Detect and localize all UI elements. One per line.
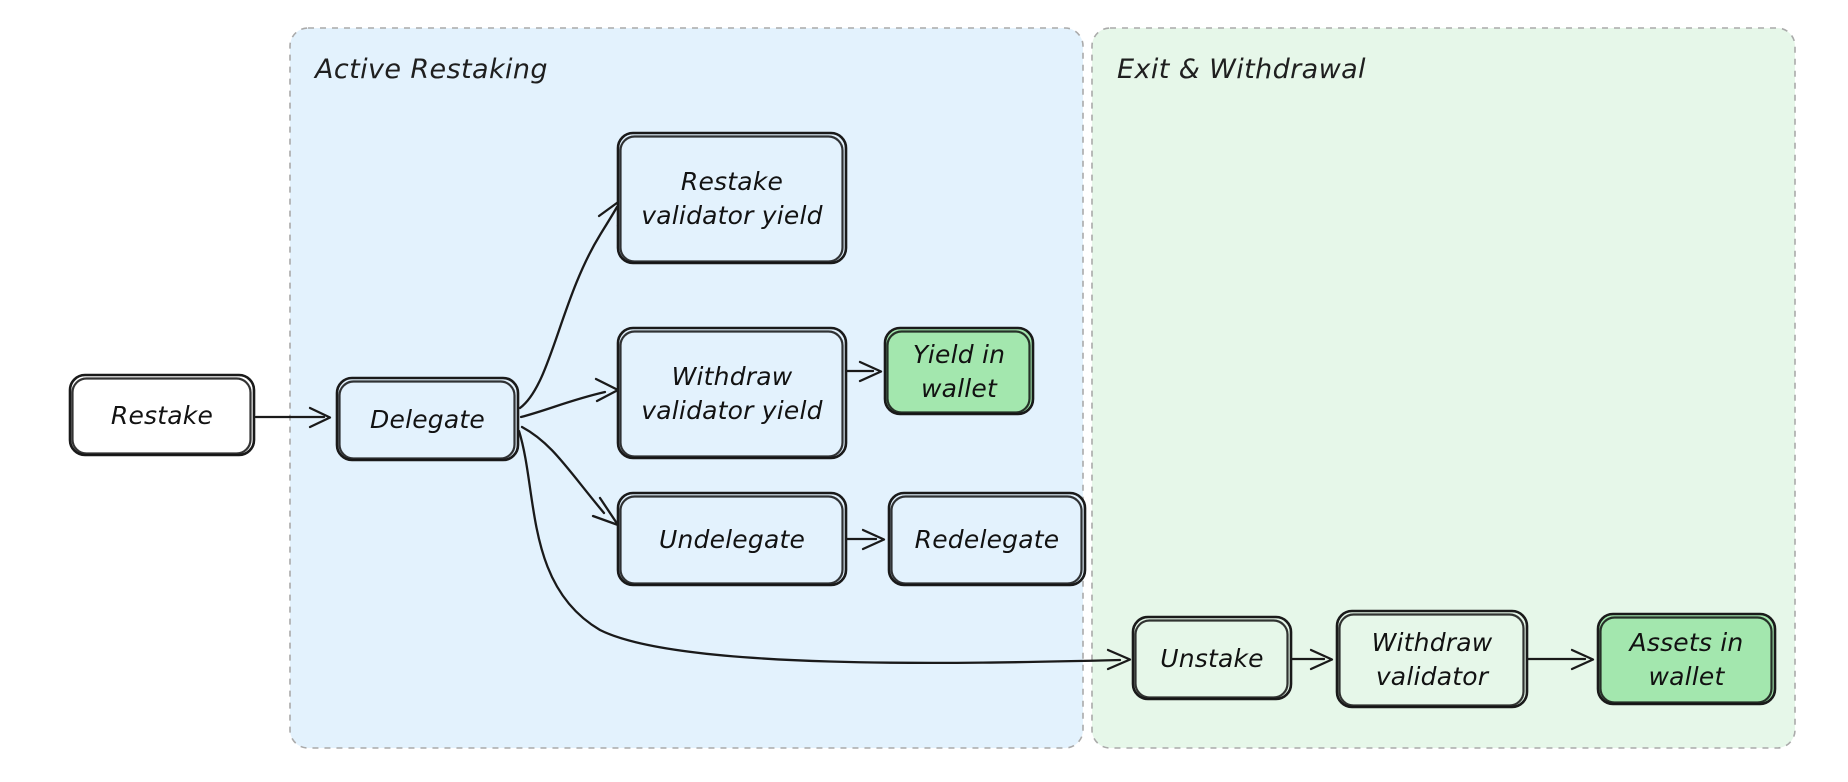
node-box-withdraw-val[interactable]: [1335, 609, 1529, 709]
node-label-assets-wallet: Assets in: [1628, 628, 1744, 657]
edge-unstake-to-withdraw-val: [1290, 648, 1334, 671]
node-label-withdraw-val: validator: [1376, 662, 1490, 691]
node-label-withdraw-val: Withdraw: [1372, 628, 1493, 657]
node-label-undelegate: Undelegate: [659, 525, 805, 554]
edge-restake-to-delegate: [254, 406, 332, 429]
cluster-label-exit-withdrawal: Exit & Withdrawal: [1117, 54, 1366, 85]
node-box-redelegate[interactable]: [887, 491, 1087, 587]
node-label-unstake: Unstake: [1160, 644, 1264, 673]
node-outline-withdraw-yield: [619, 330, 844, 458]
node-withdraw-val[interactable]: Withdraw validator: [1335, 609, 1529, 709]
node-box-delegate[interactable]: [335, 376, 520, 462]
node-box-unstake[interactable]: [1131, 615, 1293, 701]
node-label-yield-wallet: wallet: [921, 374, 998, 403]
node-withdraw-yield[interactable]: Withdraw validator yield: [616, 326, 848, 460]
node-outline-yield-wallet: [886, 330, 1031, 414]
node-label-yield-wallet: Yield in: [913, 340, 1005, 369]
node-outline-unstake: [1134, 619, 1289, 699]
node-label-restake: Restake: [111, 401, 213, 430]
node-label-assets-wallet: wallet: [1648, 662, 1725, 691]
node-yield-wallet[interactable]: Yield in wallet: [883, 326, 1035, 416]
node-delegate[interactable]: Delegate: [335, 376, 520, 462]
node-box-yield-wallet[interactable]: [883, 326, 1035, 416]
node-label-restake-yield: validator yield: [641, 201, 822, 230]
node-box-restake[interactable]: [68, 373, 256, 457]
node-label-redelegate: Redelegate: [915, 525, 1060, 554]
node-redelegate[interactable]: Redelegate: [887, 491, 1087, 587]
node-assets-wallet[interactable]: Assets in wallet: [1596, 612, 1777, 706]
node-box-undelegate[interactable]: [616, 491, 848, 587]
node-label-withdraw-yield: validator yield: [641, 396, 822, 425]
node-outline-assets-wallet: [1599, 616, 1773, 704]
node-outline-restake: [71, 377, 252, 455]
node-outline-undelegate: [619, 495, 844, 585]
node-restake[interactable]: Restake: [68, 373, 256, 457]
node-box-restake-yield[interactable]: [616, 131, 848, 265]
node-label-withdraw-yield: Withdraw: [672, 362, 793, 391]
node-undelegate[interactable]: Undelegate: [616, 491, 848, 587]
cluster-exit-withdrawal: Exit & Withdrawal: [1091, 27, 1796, 749]
cluster-label-active-restaking: Active Restaking: [313, 54, 548, 85]
edge-undelegate-to-redelegate: [845, 528, 886, 551]
node-label-delegate: Delegate: [370, 405, 485, 434]
node-outline-delegate: [338, 380, 516, 460]
node-unstake[interactable]: Unstake: [1131, 615, 1293, 701]
edge-delegate-to-unstake: [517, 429, 1132, 671]
node-label-restake-yield: Restake: [681, 167, 783, 196]
node-outline-restake-yield: [619, 135, 844, 263]
node-outline-withdraw-val: [1338, 613, 1525, 707]
edge-withdraw-yield-to-yield-wallet: [845, 360, 883, 383]
node-restake-yield[interactable]: Restake validator yield: [616, 131, 848, 265]
node-box-assets-wallet[interactable]: [1596, 612, 1777, 706]
edge-withdraw-val-to-assets-wallet: [1526, 648, 1595, 671]
node-box-withdraw-yield[interactable]: [616, 326, 848, 460]
node-outline-redelegate: [890, 495, 1083, 585]
